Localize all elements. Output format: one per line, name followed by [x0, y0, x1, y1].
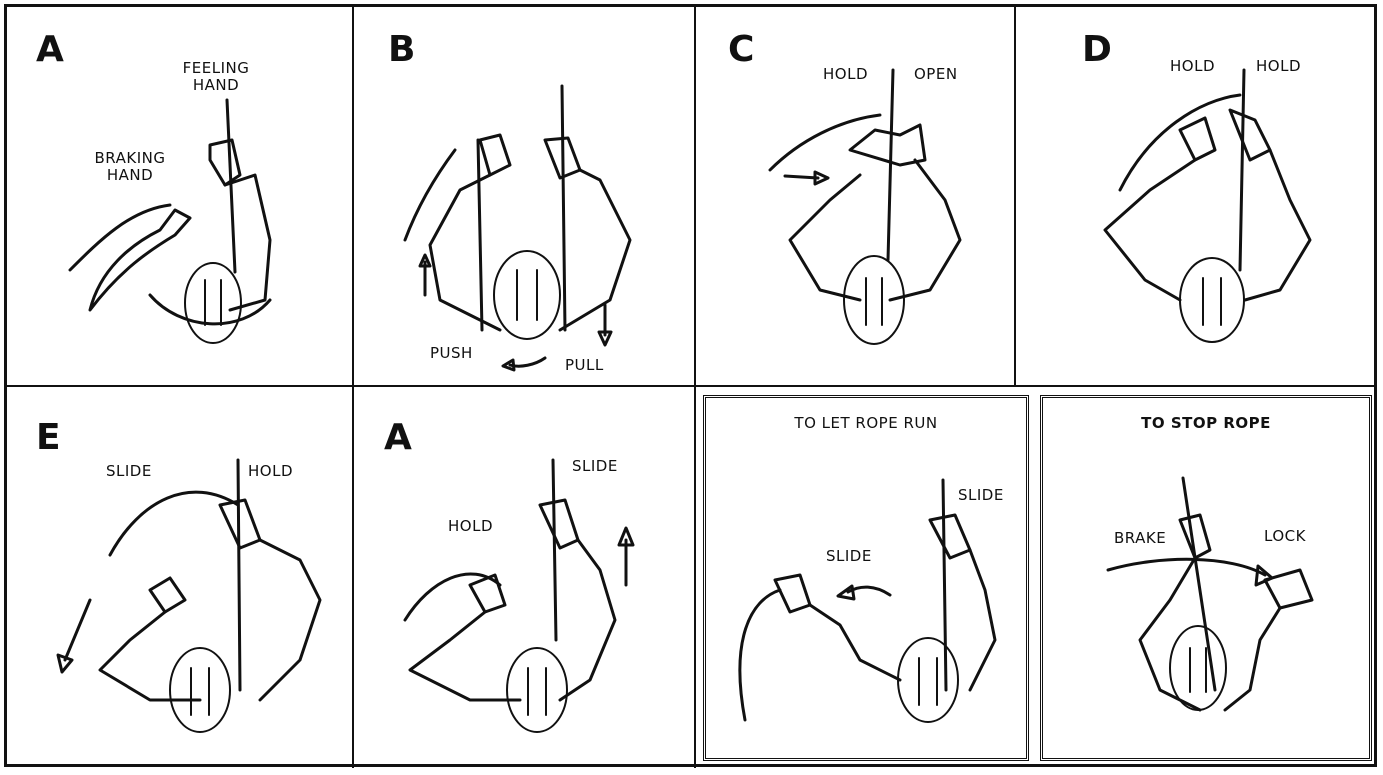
figure-d [1105, 70, 1310, 342]
figure-stop-rope [1108, 478, 1312, 710]
figure-b [405, 86, 630, 370]
figure-e [58, 460, 320, 732]
figure-a-bottom [405, 460, 633, 732]
figure-a-top [70, 100, 270, 343]
figure-c [770, 70, 960, 344]
figure-let-rope-run [740, 480, 995, 722]
